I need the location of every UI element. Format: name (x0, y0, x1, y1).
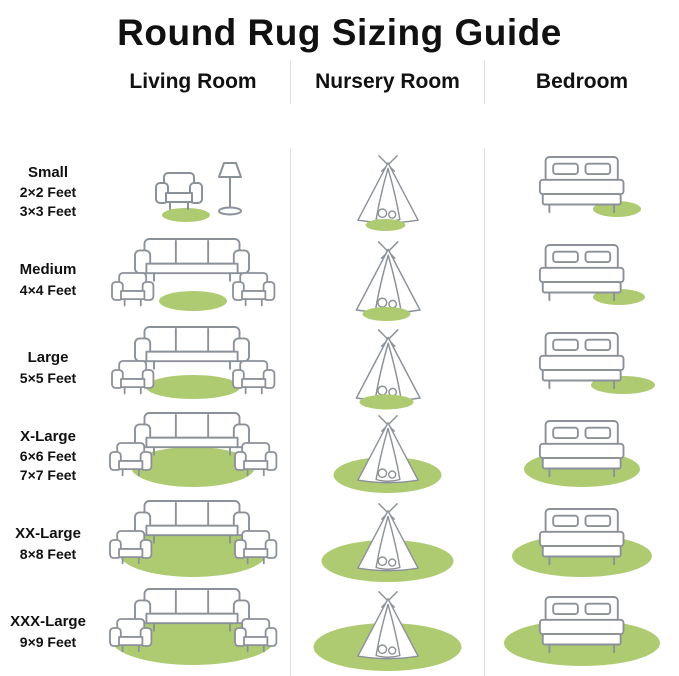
round-rug (362, 307, 411, 321)
bed-icon (538, 596, 625, 654)
living-room-large-cell (96, 324, 290, 412)
round-rug (359, 394, 414, 410)
row-size-name: Large (27, 349, 69, 367)
nursery-room-large-cell (290, 324, 485, 412)
living-room-xxx-large-cell (96, 588, 290, 676)
nursery-room-xx-large-cell (290, 500, 485, 588)
row-label-small: Small 2×2 Feet 3×3 Feet (0, 148, 96, 236)
round-rug (365, 219, 406, 231)
row-size-name: Medium (19, 261, 77, 279)
row-size-dimension: 8×8 Feet (19, 545, 77, 562)
row-size-dimension: 6×6 Feet (19, 448, 77, 465)
sizing-table: Living Room Nursery Room Bedroom Small 2… (0, 60, 679, 676)
row-size-name: X-Large (20, 427, 76, 445)
teepee-tent-icon (355, 241, 421, 314)
nursery-room-xxx-large-cell (290, 588, 485, 676)
round-rug (159, 291, 227, 311)
armchair-icon (232, 272, 276, 307)
row-size-dimension: 2×2 Feet (19, 184, 77, 201)
row-label-xx-large: XX-Large 8×8 Feet (0, 500, 96, 588)
bedroom-xxx-large-cell (485, 588, 679, 676)
page-title: Round Rug Sizing Guide (117, 12, 562, 53)
bedroom-small-cell (485, 148, 679, 236)
bedroom-medium-cell (485, 236, 679, 324)
armchair-icon (111, 360, 155, 395)
teepee-tent-icon (357, 155, 419, 224)
round-rug (146, 375, 240, 399)
row-label-large: Large 5×5 Feet (0, 324, 96, 412)
row-size-dimension: 9×9 Feet (19, 633, 77, 650)
bed-icon (538, 156, 625, 214)
row-size-dimension: 4×4 Feet (19, 281, 77, 298)
round-rug (162, 208, 210, 222)
armchair-icon (111, 272, 155, 307)
teepee-tent-icon (357, 503, 419, 572)
floor-lamp-icon (218, 162, 242, 216)
armchair-icon (232, 360, 276, 395)
nursery-room-small-cell (290, 148, 485, 236)
corner-spacer (0, 60, 96, 104)
bedroom-large-cell (485, 324, 679, 412)
teepee-tent-icon (357, 415, 419, 484)
living-room-xx-large-cell (96, 500, 290, 588)
bed-icon (538, 332, 625, 390)
sofa-icon (134, 238, 250, 282)
bed-icon (538, 244, 625, 302)
nursery-room-medium-cell (290, 236, 485, 324)
row-size-name: Small (27, 163, 69, 181)
sofa-icon (134, 326, 250, 370)
column-header-bedroom: Bedroom (535, 70, 629, 93)
bed-icon (538, 420, 625, 478)
bedroom-x-large-cell (485, 412, 679, 500)
living-room-x-large-cell (96, 412, 290, 500)
row-size-dimension: 5×5 Feet (19, 369, 77, 386)
round-rug (131, 447, 255, 487)
nursery-room-x-large-cell (290, 412, 485, 500)
row-label-x-large: X-Large 6×6 Feet 7×7 Feet (0, 412, 96, 500)
armchair-icon (155, 172, 203, 210)
row-size-dimension: 3×3 Feet (19, 203, 77, 220)
row-label-xxx-large: XXX-Large 9×9 Feet (0, 588, 96, 676)
living-room-small-cell (96, 148, 290, 236)
bed-icon (538, 508, 625, 566)
row-label-medium: Medium 4×4 Feet (0, 236, 96, 324)
column-header-nursery-room: Nursery Room (290, 60, 485, 104)
row-size-dimension: 7×7 Feet (19, 467, 77, 484)
column-header-living-room: Living Room (129, 70, 257, 93)
row-size-name: XXX-Large (10, 613, 86, 631)
teepee-tent-icon (355, 329, 421, 402)
row-size-name: XX-Large (15, 525, 81, 543)
living-room-medium-cell (96, 236, 290, 324)
bedroom-xx-large-cell (485, 500, 679, 588)
